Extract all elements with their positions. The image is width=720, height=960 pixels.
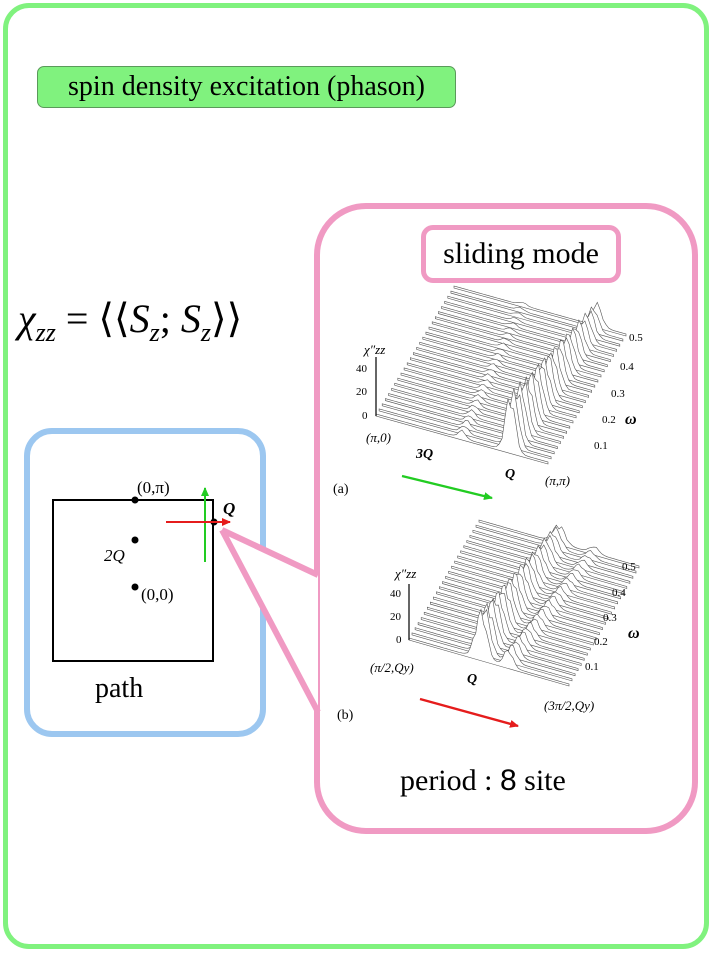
plot-a-x-label-pi0: (π,0) xyxy=(366,430,391,445)
label-q: Q xyxy=(223,499,235,518)
surface-trace xyxy=(417,599,579,671)
callout-edge-top xyxy=(220,527,320,578)
path-label: path xyxy=(95,673,144,704)
plot-a-x-label-q: Q xyxy=(505,467,515,482)
sliding-mode-callout xyxy=(314,203,698,834)
period-prefix: period : xyxy=(400,764,500,797)
plot-a-surface xyxy=(375,285,627,465)
label-2q: 2Q xyxy=(104,546,125,565)
period-number: 8 xyxy=(499,764,517,797)
surface-trace xyxy=(408,608,570,687)
plot-b-omega-label: ω xyxy=(628,625,640,642)
formula-separator: ; xyxy=(159,296,181,341)
surface-trace xyxy=(423,591,585,661)
plot-a-w-tick-02: 0.2 xyxy=(602,414,616,426)
s1-subscript: z xyxy=(149,318,160,347)
plot-b-y-tick-40: 40 xyxy=(390,588,402,600)
plot-a-y-label: χ″zz xyxy=(362,342,385,357)
label-origin: (0,0) xyxy=(141,585,174,604)
point-top xyxy=(131,496,139,504)
plot-a-y-tick-20: 20 xyxy=(356,386,368,398)
plot-b-y-label: χ″zz xyxy=(393,566,416,581)
plot-b: χ″zz 40 20 0 0.5 0.4 0.3 0.2 0.1 ω (π/2,… xyxy=(337,519,640,728)
plot-b-x-label-right: (3π/2,Qy) xyxy=(544,698,594,713)
callout-edge-bottom xyxy=(219,528,321,714)
plot-a-direction-arrow xyxy=(401,474,493,500)
outer-frame xyxy=(3,3,709,949)
plot-a-w-tick-04: 0.4 xyxy=(620,361,634,373)
plot-b-direction-arrow xyxy=(419,697,519,728)
plot-b-w-tick-03: 0.3 xyxy=(603,612,617,624)
plot-b-y-tick-0: 0 xyxy=(396,634,402,646)
page-title: spin density excitation (phason) xyxy=(37,66,456,108)
s2-subscript: z xyxy=(200,318,212,347)
plot-a-w-tick-05: 0.5 xyxy=(629,332,643,344)
surface-trace xyxy=(429,584,591,651)
plot-a-omega-label: ω xyxy=(625,411,637,428)
period-suffix: site xyxy=(516,764,566,797)
surface-trace xyxy=(414,602,576,677)
s2-symbol: S xyxy=(180,296,201,341)
plot-b-surface xyxy=(408,519,640,687)
plot-a-panel-label: (a) xyxy=(333,482,349,497)
chi-subscript: zz xyxy=(35,318,56,347)
plot-a-w-tick-03: 0.3 xyxy=(611,388,625,400)
sliding-mode-label: sliding mode xyxy=(421,225,621,283)
surface-trace xyxy=(375,398,549,465)
plot-b-panel-label: (b) xyxy=(337,708,354,723)
plot-b-w-tick-05: 0.5 xyxy=(622,561,636,573)
formula-equals: = ⟨⟨ xyxy=(55,296,130,341)
plot-b-y-tick-20: 20 xyxy=(390,611,402,623)
plot-a-x-label-3q: 3Q xyxy=(415,447,433,462)
surface-trace xyxy=(420,598,582,666)
susceptibility-formula: χzz = ⟨⟨Sz; Sz⟩⟩ xyxy=(18,295,242,348)
period-label: period : 8 site xyxy=(400,764,566,798)
plot-b-x-label-left: (π/2,Qy) xyxy=(370,660,414,675)
plot-a-y-tick-0: 0 xyxy=(362,410,368,422)
plot-a-x-label-pipi: (π,π) xyxy=(545,473,570,488)
plot-a: χ″zz 40 20 0 0.5 0.4 0.3 0.2 0.1 ω (π,0)… xyxy=(333,285,643,500)
plot-b-w-tick-04: 0.4 xyxy=(612,587,626,599)
s1-symbol: S xyxy=(129,296,150,341)
chi-symbol: χ xyxy=(18,296,36,341)
point-2q xyxy=(131,536,139,544)
plot-b-x-label-q: Q xyxy=(467,672,477,687)
plot-b-w-tick-02: 0.2 xyxy=(594,636,608,648)
point-origin xyxy=(131,583,139,591)
brillouin-zone-square xyxy=(52,499,214,662)
label-top: (0,π) xyxy=(137,478,170,497)
plot-a-w-tick-01: 0.1 xyxy=(594,440,608,452)
formula-close: ⟩⟩ xyxy=(211,296,243,341)
plot-a-y-tick-40: 40 xyxy=(356,363,368,375)
plot-b-w-tick-01: 0.1 xyxy=(585,661,599,673)
surface-trace xyxy=(411,608,573,682)
